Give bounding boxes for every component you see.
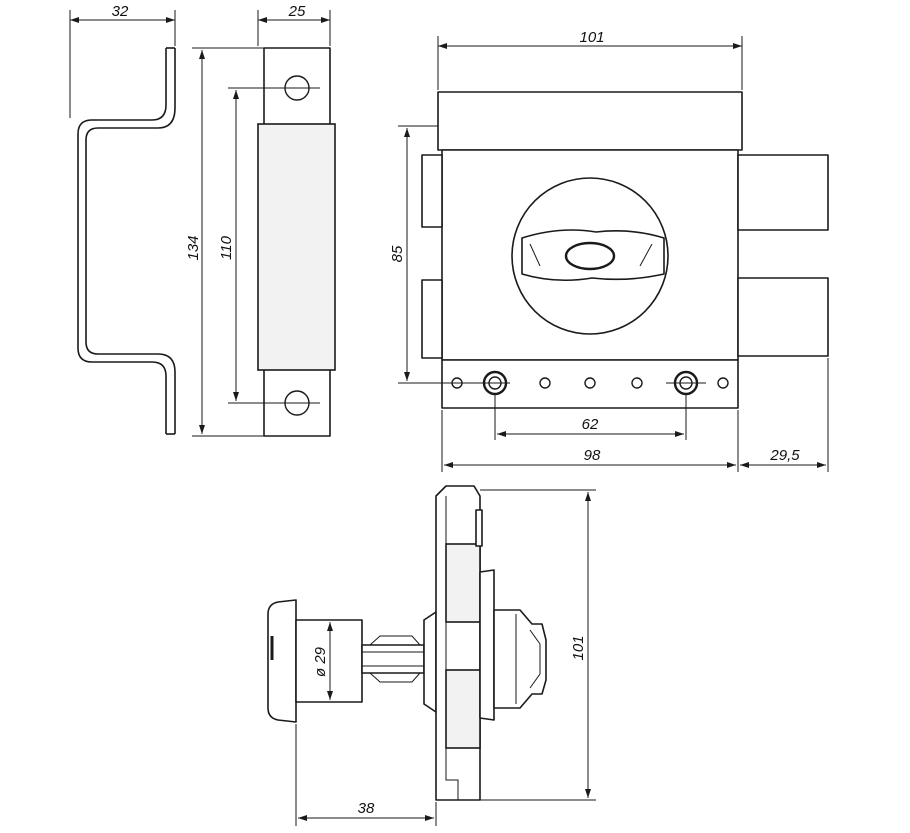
dim-strike-height: 134	[185, 47, 264, 437]
dim-label-25: 25	[288, 3, 306, 20]
dim-cylinder-diameter: ø 29	[296, 619, 340, 703]
dim-label-85: 85	[389, 245, 406, 262]
dim-label-110: 110	[218, 235, 235, 260]
dim-label-29-5: 29,5	[769, 447, 800, 464]
dim-mounting-hole-spacing: 62	[494, 382, 706, 440]
dim-label-98: 98	[584, 447, 601, 464]
dim-keeper-width: 25	[257, 3, 331, 46]
strike-plate-profile	[77, 47, 176, 435]
dim-bolt-projection: 29,5	[740, 447, 826, 468]
dim-label-62: 62	[582, 416, 599, 433]
dim-lock-width-top: 101	[437, 29, 743, 90]
dim-strike-depth: 32	[69, 3, 176, 118]
keeper-front-view	[257, 47, 336, 437]
lock-side-view	[267, 485, 547, 801]
dim-label-134: 134	[185, 235, 202, 260]
dim-label-38: 38	[358, 800, 375, 817]
lock-front-view	[421, 91, 829, 409]
dim-label-101-side: 101	[570, 635, 587, 660]
dim-label-diameter-29: ø 29	[312, 646, 329, 677]
dim-keeper-hole-spacing: 110	[218, 87, 320, 404]
dim-cylinder-depth: 38	[295, 724, 437, 826]
dim-side-height: 101	[480, 489, 596, 801]
dim-label-32: 32	[112, 3, 129, 20]
dim-lock-base-width: 98	[441, 358, 829, 472]
dim-lock-height: 85	[389, 125, 510, 384]
dim-label-101-top: 101	[579, 29, 604, 46]
